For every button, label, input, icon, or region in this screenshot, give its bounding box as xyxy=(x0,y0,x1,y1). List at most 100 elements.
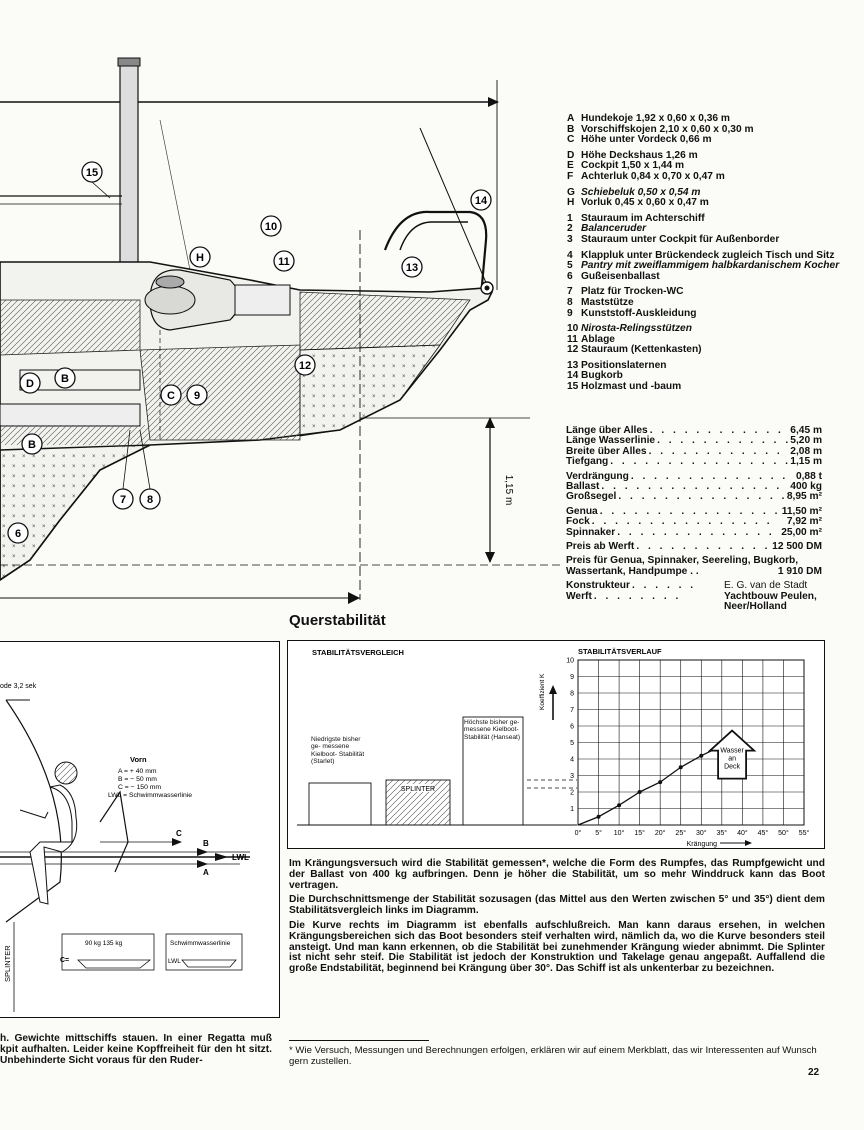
legend-text: Schiebeluk 0,50 x 0,54 m xyxy=(581,186,701,198)
legend-text: Kunststoff-Auskleidung xyxy=(581,307,697,319)
legend-text: Maststütze xyxy=(581,296,634,308)
stability-diagram: STABILITÄTSVERGLEICH SPLINTER Niedrigste… xyxy=(287,640,825,849)
legend-text: Stauraum im Achterschiff xyxy=(581,212,705,224)
legend-key: 5 xyxy=(567,260,573,272)
c-eq-label: C= xyxy=(60,957,69,964)
spec-label: Preis ab Werft xyxy=(566,541,635,553)
weights-label: 90 kg 135 kg xyxy=(85,940,123,947)
legend-key: 3 xyxy=(567,233,573,245)
legend-key: 12 xyxy=(567,344,579,356)
x-tick-label: 55° xyxy=(799,829,810,837)
legend-key: 15 xyxy=(567,381,579,393)
bar-hanseat xyxy=(462,716,524,826)
spec-label: Großsegel xyxy=(566,491,617,503)
curve-point xyxy=(617,803,622,808)
stability-curve-chart: STABILITÄTSVERLAUF123456789100°5°10°15°2… xyxy=(539,647,809,848)
konstrukteur-row: Konstrukteur. . . . . .E. G. van de Stad… xyxy=(566,580,822,591)
spec-value: 7,92 m² xyxy=(786,516,822,528)
x-tick-label: 45° xyxy=(758,829,769,837)
legend-key: 7 xyxy=(567,286,573,298)
legend-text: Ablage xyxy=(581,333,615,345)
y-tick-label: 7 xyxy=(570,707,574,714)
vorn-line-lwl: LWL = Schwimmwasserlinie xyxy=(108,792,192,799)
spec-value: 25,00 m² xyxy=(781,526,822,538)
lbl-a: A xyxy=(203,868,209,877)
x-tick-label: 5° xyxy=(595,829,602,837)
werft-value: Yachtbouw Peulen,Neer/Holland xyxy=(724,590,822,613)
body-text: Im Krängungsversuch wird die Stabilität … xyxy=(289,858,825,979)
x-tick-label: 35° xyxy=(717,829,728,837)
x-tick-label: 20° xyxy=(655,829,666,837)
section-heading: Querstabilität xyxy=(289,612,386,629)
spec-value: 0,88 t xyxy=(795,470,822,482)
legend-letter-f: F Achterluk 0,84 x 0,70 x 0,47 m xyxy=(567,170,857,183)
callout-11: 11 xyxy=(278,256,290,268)
callout-b-upper: B xyxy=(61,373,69,385)
callout-h: H xyxy=(196,252,204,264)
price-extras: Preis für Genua, Spinnaker, Seereling, B… xyxy=(566,555,822,577)
legend-key: 8 xyxy=(567,296,573,308)
spec-row: Verdrängung. . . . . . . . . . . . . . .… xyxy=(566,470,822,482)
legend-key: F xyxy=(567,170,574,182)
y-axis-label: Koeffizient K xyxy=(539,673,546,710)
curve-point xyxy=(596,814,601,819)
werft-value-line1: Yachtbouw Peulen, xyxy=(724,590,817,602)
body-paragraph-2: Die Durchschnittsmenge der Stabilität so… xyxy=(289,894,825,917)
legend-text: Klappluk unter Brückendeck zugleich Tisc… xyxy=(581,249,835,261)
legend-text: Positionslaternen xyxy=(581,359,667,371)
spec-row: Länge Wasserlinie. . . . . . . . . . . .… xyxy=(566,435,822,447)
legend-key: 1 xyxy=(567,212,573,224)
spec-value: 8,95 m² xyxy=(786,491,822,503)
werft-value-line2: Neer/Holland xyxy=(724,601,787,613)
curve-point xyxy=(678,765,683,770)
legend-text: Vorschiffskojen 2,10 x 0,60 x 0,30 m xyxy=(581,123,754,135)
legend-key: B xyxy=(567,123,575,135)
callout-9: 9 xyxy=(194,390,200,402)
bar-splinter-label: SPLINTER xyxy=(401,786,435,793)
legend-key: G xyxy=(567,186,575,198)
splinter-vertical-label: SPLINTER xyxy=(3,945,12,982)
x-axis-label: Krängung xyxy=(687,841,717,848)
spec-value: 12 500 DM xyxy=(772,541,822,553)
left-column-text: h. Gewichte mittschiffs stauen. In einer… xyxy=(0,1033,272,1066)
legend-text: Höhe unter Vordeck 0,66 m xyxy=(581,134,712,146)
y-tick-label: 9 xyxy=(570,674,574,681)
spec-label: Verdrängung xyxy=(566,470,629,482)
swim-label: Schwimmwasserlinie xyxy=(170,940,231,947)
spec-row: Breite über Alles. . . . . . . . . . . .… xyxy=(566,445,822,457)
y-tick-label: 4 xyxy=(570,757,574,764)
curve-point xyxy=(658,780,663,785)
y-tick-label: 1 xyxy=(570,806,574,813)
x-tick-label: 25° xyxy=(675,829,686,837)
legend-text: Stauraum (Kettenkasten) xyxy=(581,344,702,356)
curve-point xyxy=(699,753,704,758)
y-tick-label: 8 xyxy=(570,691,574,698)
callout-d: D xyxy=(26,378,34,390)
spec-label: Tiefgang xyxy=(566,456,609,468)
legend-key: H xyxy=(567,197,575,209)
legend-text: Platz für Trocken-WC xyxy=(581,286,684,298)
spec-label: Breite über Alles xyxy=(566,445,647,457)
legend-number-1: 1 Stauraum im Achterschiff xyxy=(567,212,857,225)
lbl-c: C xyxy=(176,829,182,838)
x-tick-label: 30° xyxy=(696,829,707,837)
spec-value: 2,08 m xyxy=(790,445,822,457)
werft-row: Werft. . . . . . . .Yachtbouw Peulen,Nee… xyxy=(566,590,822,613)
spec-value: 6,45 m xyxy=(790,425,822,436)
spec-label: Ballast xyxy=(566,481,600,493)
forestay xyxy=(419,127,488,286)
callout-c: C xyxy=(167,390,175,402)
spec-value: 400 kg xyxy=(790,481,822,493)
spec-value: 1,15 m xyxy=(790,456,822,468)
legend-text: Achterluk 0,84 x 0,70 x 0,47 m xyxy=(581,170,725,182)
annotation-word: Wasser xyxy=(720,748,744,755)
legend-letter-g: G Schiebeluk 0,50 x 0,54 m xyxy=(567,186,857,199)
